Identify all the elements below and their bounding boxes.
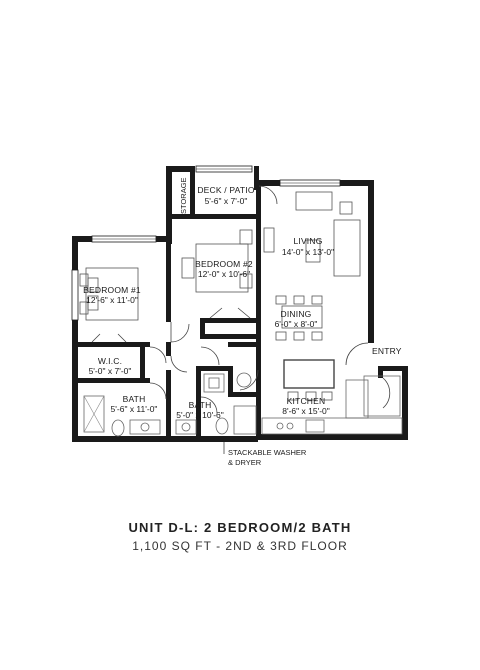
deck-label: DECK / PATIO (197, 185, 255, 195)
room-labels: STORAGE DECK / PATIO 5'-6" x 7'-0" LIVIN… (83, 177, 402, 467)
bedroom2-label: BEDROOM #2 (195, 259, 253, 269)
storage-label: STORAGE (179, 177, 188, 214)
deck-dimensions: 5'-6" x 7'-0" (205, 196, 248, 206)
wic-label: W.I.C. (98, 356, 122, 366)
entry-label: ENTRY (372, 346, 402, 356)
wic-dimensions: 5'-0" x 7'-0" (89, 366, 132, 376)
bath2-label: BATH (189, 400, 212, 410)
doors (91, 185, 391, 414)
washer-label-line2: & DRYER (228, 458, 262, 467)
bath1-dimensions: 5'-6" x 11'-0" (111, 404, 158, 414)
dining-label: DINING (281, 309, 312, 319)
unit-title: UNIT D-L: 2 BEDROOM/2 BATH (128, 520, 352, 535)
living-dimensions: 14'-0" x 13'-0" (282, 247, 334, 257)
living-label: LIVING (293, 236, 322, 246)
bath1-label: BATH (123, 394, 146, 404)
bedroom1-label: BEDROOM #1 (83, 285, 141, 295)
dining-dimensions: 6'-0" x 8'-0" (275, 319, 318, 329)
plan-caption: UNIT D-L: 2 BEDROOM/2 BATH 1,100 SQ FT -… (0, 520, 480, 553)
bath2-dimensions: 5'-0" x 10'-6" (176, 410, 224, 420)
furniture (79, 191, 403, 437)
windows (71, 165, 341, 321)
unit-subtitle: 1,100 SQ FT - 2ND & 3RD FLOOR (132, 539, 348, 553)
bedroom2-dimensions: 12'-0" x 10'-6" (198, 269, 250, 279)
bedroom1-dimensions: 12'-6" x 11'-0" (86, 295, 138, 305)
kitchen-dimensions: 8'-6" x 15'-0" (282, 406, 330, 416)
kitchen-label: KITCHEN (287, 396, 326, 406)
washer-label-line1: STACKABLE WASHER (228, 448, 307, 457)
